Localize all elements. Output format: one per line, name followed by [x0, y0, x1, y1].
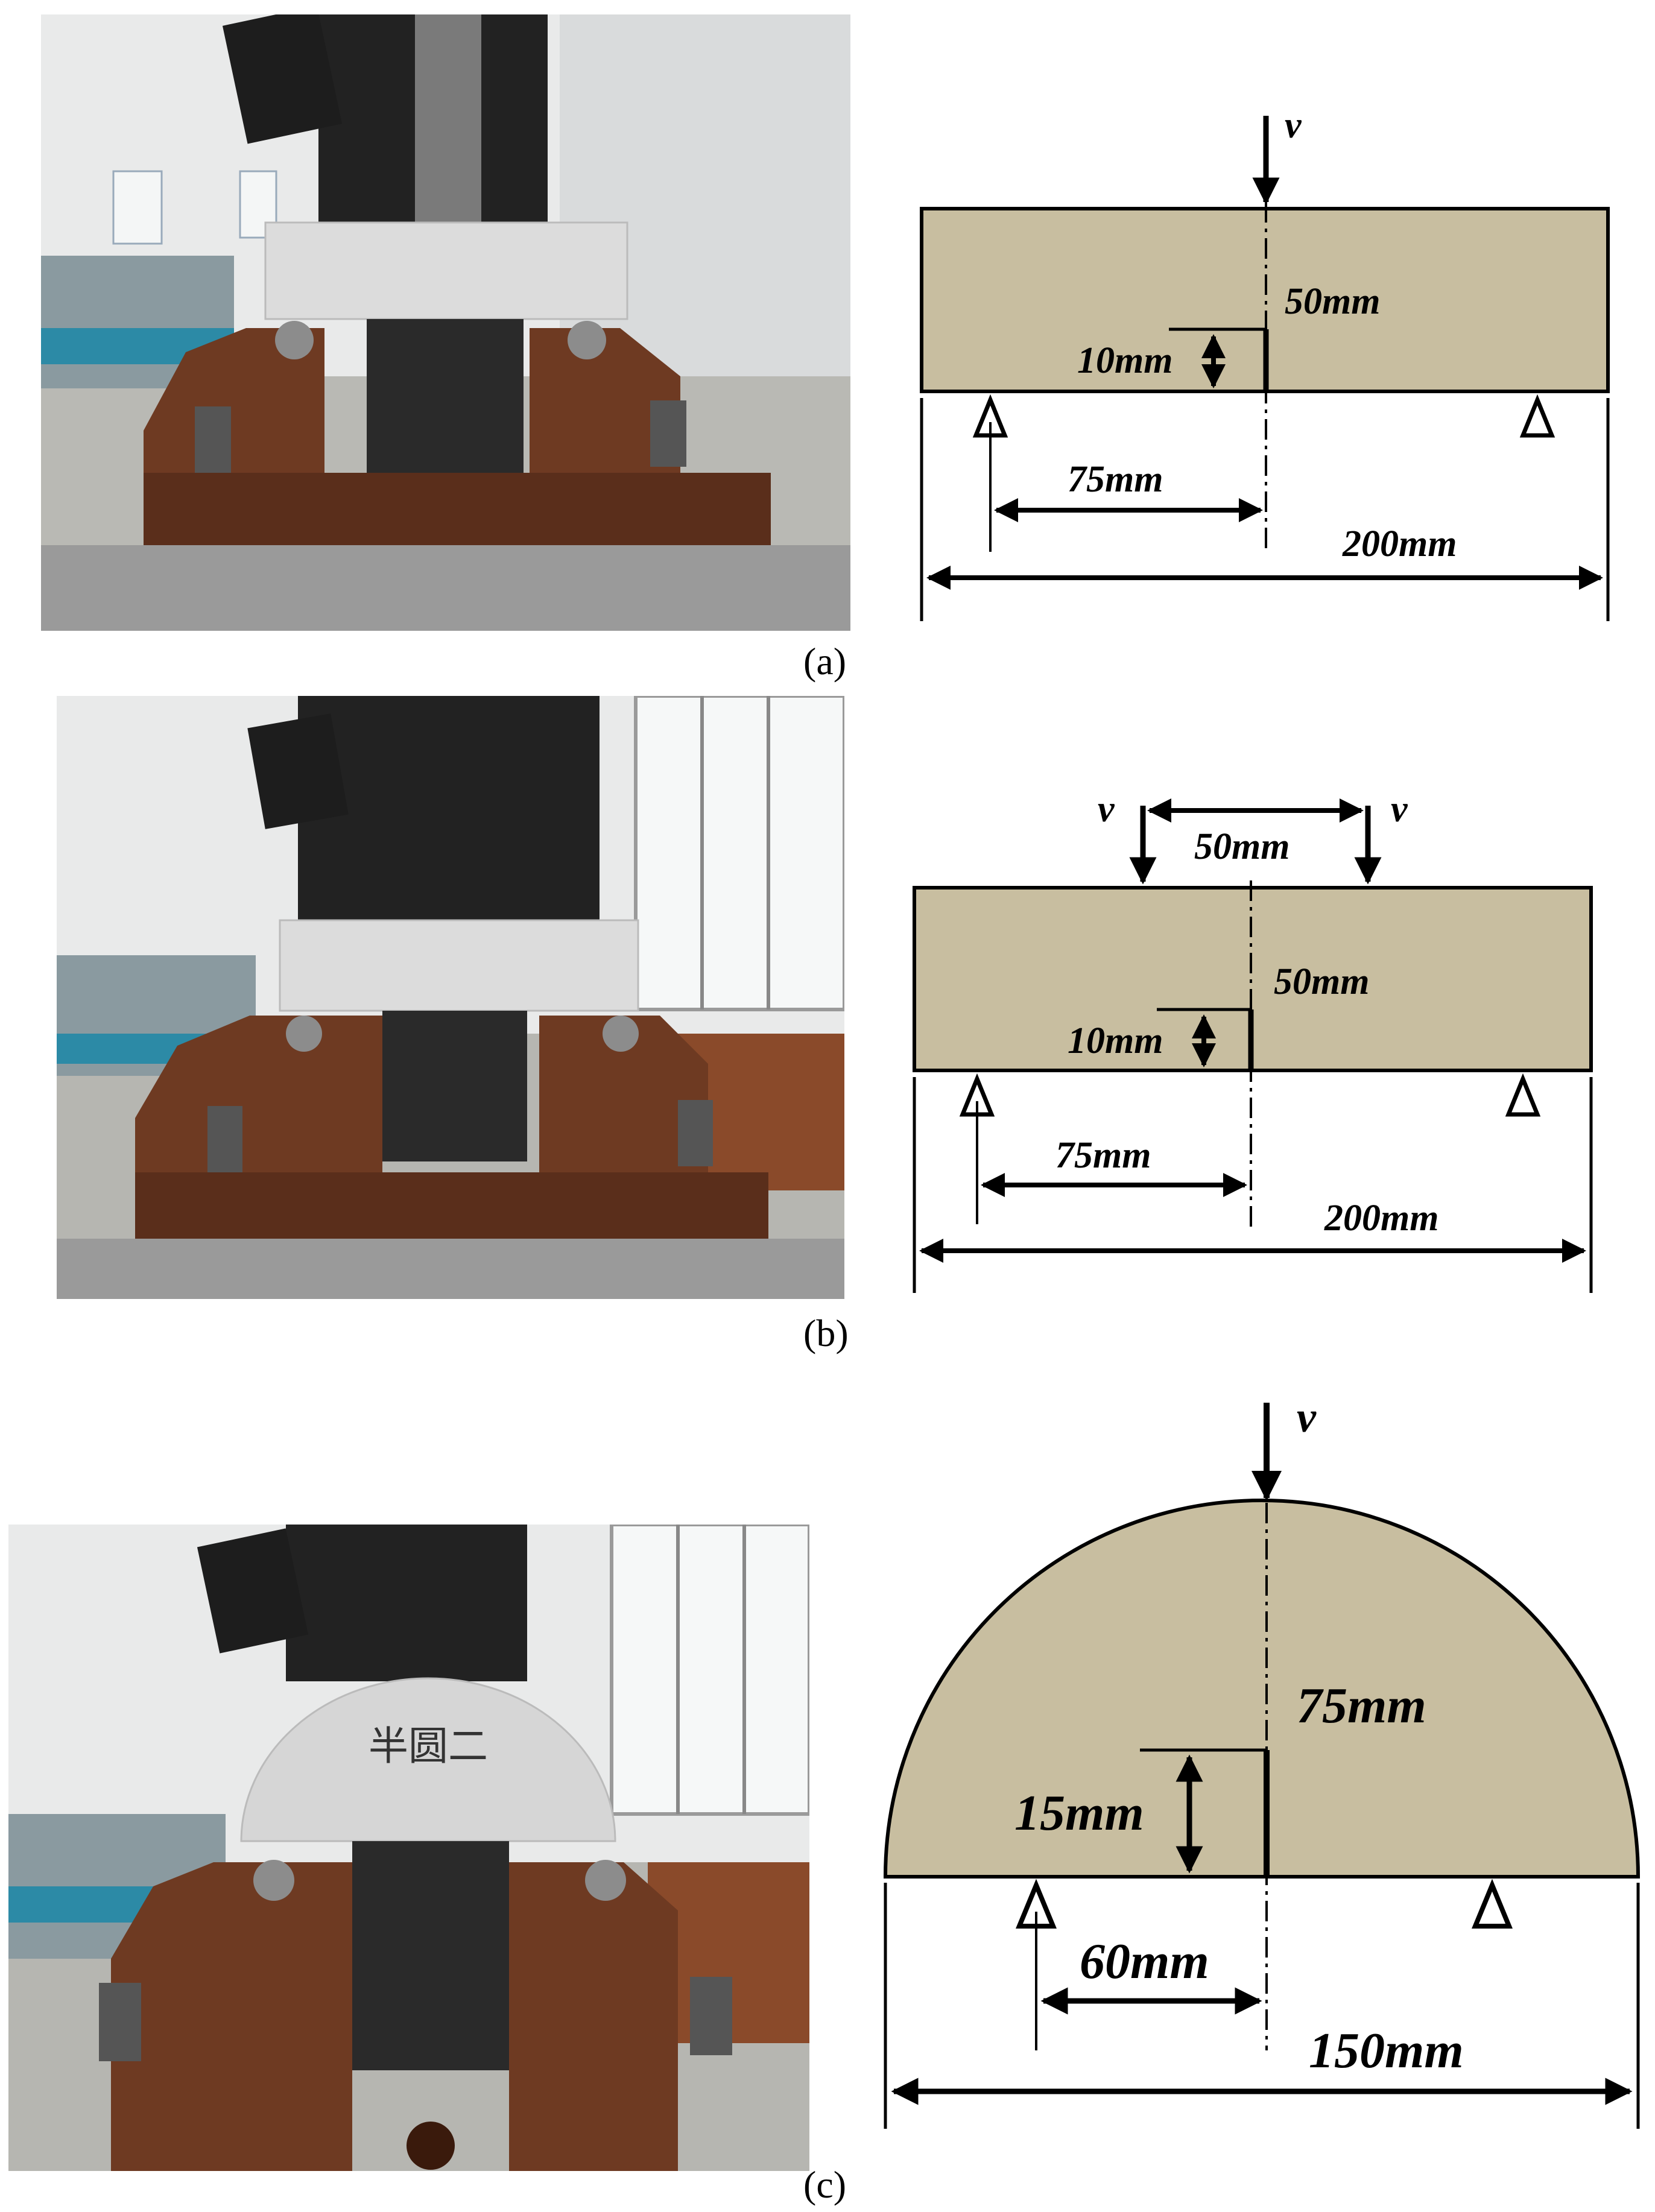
- height-label: 75mm: [1297, 1678, 1426, 1734]
- semicircle-specimen: [883, 1499, 1641, 1879]
- spring: [253, 1860, 294, 1901]
- load-label-right: v: [1391, 789, 1408, 830]
- display-unit: [197, 1528, 309, 1654]
- louvre: [382, 1011, 527, 1161]
- display-unit: [247, 713, 349, 829]
- caption-c: (c): [803, 2163, 847, 2206]
- photo-c: 半圆二: [8, 1525, 809, 2171]
- rust-block-left: [111, 1862, 352, 2171]
- offset-label: 75mm: [1055, 1135, 1151, 1176]
- rust-base: [144, 473, 771, 545]
- spring: [568, 321, 606, 359]
- caption-a: (a): [803, 640, 847, 683]
- length-label: 200mm: [1324, 1198, 1438, 1239]
- machine-column: [286, 1525, 527, 1681]
- diagram-a: v 10mm 50mm 75mm 200mm: [920, 105, 1610, 621]
- notch-label: 15mm: [1014, 1785, 1144, 1841]
- load-label: v: [1285, 105, 1302, 146]
- diagram-c: v 15mm 75mm 60mm 150mm: [883, 1393, 1641, 2129]
- louvre: [367, 319, 524, 476]
- concrete-specimen: [264, 221, 628, 320]
- semicircle-specimen: [240, 1677, 616, 1842]
- load-label: v: [1297, 1393, 1317, 1441]
- diagram-b: v v 50mm 10mm 50mm 75mm 200mm: [913, 789, 1593, 1293]
- bolt: [678, 1100, 713, 1166]
- steel-plate: [41, 545, 850, 631]
- spring: [286, 1016, 322, 1052]
- bolt: [207, 1106, 242, 1172]
- notch-label: 10mm: [1068, 1020, 1163, 1061]
- length-label: 200mm: [1342, 523, 1457, 564]
- louvre: [352, 1841, 509, 2070]
- specimen-marking: 半圆二: [369, 1723, 488, 1769]
- window: [634, 696, 844, 1011]
- spring: [275, 321, 314, 359]
- rust-base: [135, 1172, 768, 1239]
- bolt: [650, 400, 686, 467]
- height-label: 50mm: [1274, 961, 1369, 1002]
- concrete-specimen: [279, 919, 639, 1012]
- support-right: [1519, 394, 1555, 438]
- photo-a: [41, 14, 850, 631]
- load-label-left: v: [1098, 789, 1115, 830]
- drain-hole: [407, 2122, 455, 2170]
- display-unit: [222, 14, 343, 144]
- offset-label: 60mm: [1080, 1933, 1209, 1989]
- support-right: [1505, 1073, 1541, 1117]
- spring: [603, 1016, 639, 1052]
- bolt: [99, 1983, 141, 2061]
- support-right: [1472, 1879, 1513, 1929]
- spring: [585, 1860, 626, 1901]
- machine-shaft: [415, 14, 481, 232]
- notch-label: 10mm: [1077, 340, 1172, 381]
- window: [610, 1525, 809, 1816]
- length-label: 150mm: [1309, 2023, 1464, 2079]
- bolt: [195, 406, 231, 473]
- bolt: [690, 1977, 732, 2055]
- machine-column: [298, 696, 600, 925]
- caption-b: (b): [803, 1312, 849, 1354]
- height-label: 50mm: [1285, 281, 1380, 322]
- rust-block-right: [509, 1862, 678, 2171]
- load-spacing-label: 50mm: [1194, 826, 1290, 867]
- steel-plate: [57, 1239, 844, 1299]
- poster: [112, 170, 163, 245]
- photo-b: [57, 696, 844, 1299]
- offset-label: 75mm: [1068, 459, 1163, 500]
